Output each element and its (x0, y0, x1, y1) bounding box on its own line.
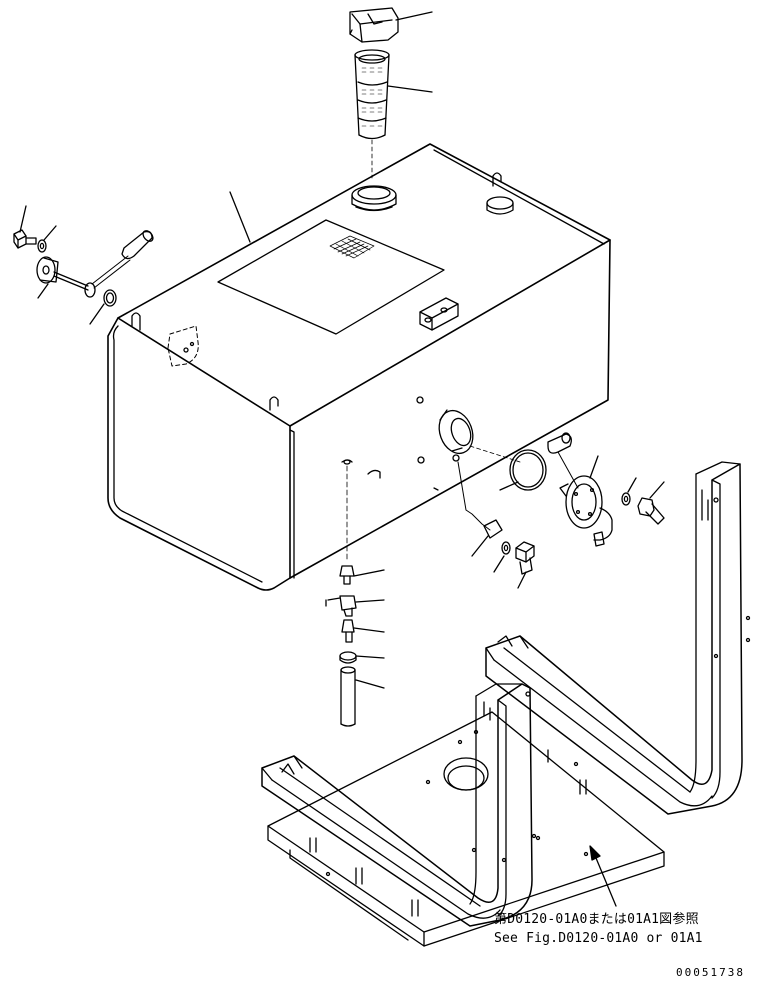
fuel-gauge-washer (37, 239, 47, 253)
leader-gauge-bolt (19, 205, 27, 233)
reference-arrow (589, 845, 617, 907)
leader-drain-clamp (355, 655, 385, 659)
fuel-gauge-float (36, 230, 154, 298)
leader-drain-plug (353, 627, 385, 633)
drain-plug (341, 619, 355, 643)
sensor-washer (621, 492, 631, 506)
leader-fuel-tank (229, 191, 251, 243)
leader-bracket-washer (493, 555, 505, 573)
drain-hose (340, 666, 356, 727)
leader-sensor-washer (627, 477, 637, 493)
level-sensor (547, 432, 613, 547)
tank-mounting-frame (261, 461, 751, 947)
leader-drain-cock (355, 599, 385, 603)
drawing-number: 00051738 (676, 966, 745, 979)
drain-cock (325, 595, 357, 617)
leader-sensor-bolt (649, 481, 665, 499)
drain-clamp (339, 651, 357, 664)
leader-drain-valve (353, 569, 385, 577)
sensor-bolt (637, 497, 665, 525)
leader-bracket-clip (471, 535, 489, 557)
fuel-gauge-gasket (103, 289, 117, 307)
harness-wire (457, 461, 491, 531)
leader-bracket-bolt (517, 571, 527, 589)
leader-gauge-float (37, 283, 49, 299)
leader-gauge-gasket (89, 303, 105, 325)
leader-level-sensor (589, 455, 599, 479)
filler-cap (349, 7, 399, 43)
leader-sensor-gasket (499, 481, 519, 491)
fuel-tank (107, 143, 611, 591)
sensor-axis-line (469, 445, 521, 463)
leader-filler-cap (395, 11, 433, 21)
leader-strainer (387, 85, 433, 93)
drain-valve (339, 459, 355, 585)
reference-note: 第D0120-01A0または01A1図参照 See Fig.D0120-01A0… (494, 910, 703, 948)
reference-note-en: See Fig.D0120-01A0 or 01A1 (494, 931, 703, 946)
leader-drain-hose (355, 679, 385, 689)
leader-gauge-washer (43, 225, 57, 241)
fuel-gauge-bolt (13, 229, 37, 249)
strainer (354, 49, 390, 179)
reference-note-jp: 第D0120-01A0または01A1図参照 (494, 912, 699, 927)
level-sensor-gasket (509, 449, 547, 491)
bracket-washer (483, 519, 511, 555)
bracket-bolt (515, 541, 535, 575)
